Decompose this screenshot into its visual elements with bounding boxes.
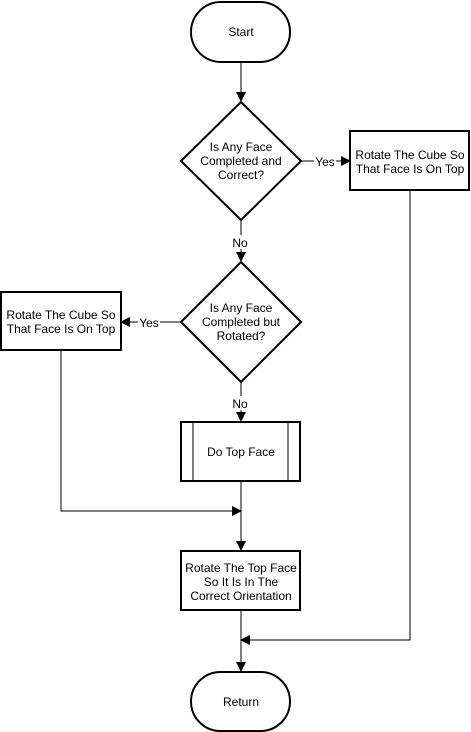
edge-label-no-second: No [230,396,250,411]
decision-rotated-line-1: Is Any Face [210,301,273,315]
no-label-second: No [232,397,248,411]
do-top-face-subprocess: Do Top Face [180,421,301,482]
rotate-left-line-1: Rotate The Cube So [6,308,116,322]
rotate-top-face-box: Rotate The Top Face So It Is In The Corr… [180,550,301,611]
decision-correct-line-3: Correct? [218,168,264,182]
start-node: Start [190,1,291,63]
start-label: Start [228,25,254,39]
do-top-face-label: Do Top Face [207,445,275,459]
edge-right-box-to-join [240,190,411,645]
yes-label-left: Yes [139,316,159,330]
decision-rotated-line-3: Rotated? [217,329,266,343]
rotate-top-line-1: Rotate The Top Face [185,561,297,575]
decision-correct-line-2: Completed and [200,154,281,168]
return-node: Return [190,671,291,732]
edge-left-box-to-join [60,350,242,516]
rotate-top-line-3: Correct Orientation [190,589,291,603]
edge-label-no-first: No [230,235,250,250]
no-label-first: No [232,236,248,250]
decision-completed-correct: Is Any Face Completed and Correct? [179,100,303,222]
rotate-right-line-1: Rotate The Cube So [355,148,465,162]
edge-label-yes-left: Yes [138,315,160,330]
yes-label-right: Yes [315,155,335,169]
rotate-cube-box-left: Rotate The Cube So That Face Is On Top [0,291,122,351]
decision-completed-rotated: Is Any Face Completed but Rotated? [179,260,303,384]
edge-label-yes-right: Yes [314,154,336,169]
decision-rotated-line-2: Completed but [202,315,281,329]
rotate-right-line-2: That Face Is On Top [356,162,465,176]
return-label: Return [223,695,259,709]
decision-correct-line-1: Is Any Face [210,140,273,154]
rotate-left-line-2: That Face Is On Top [7,322,116,336]
rotate-cube-box-right: Rotate The Cube So That Face Is On Top [349,130,470,191]
rotate-top-line-2: So It Is In The [204,575,279,589]
